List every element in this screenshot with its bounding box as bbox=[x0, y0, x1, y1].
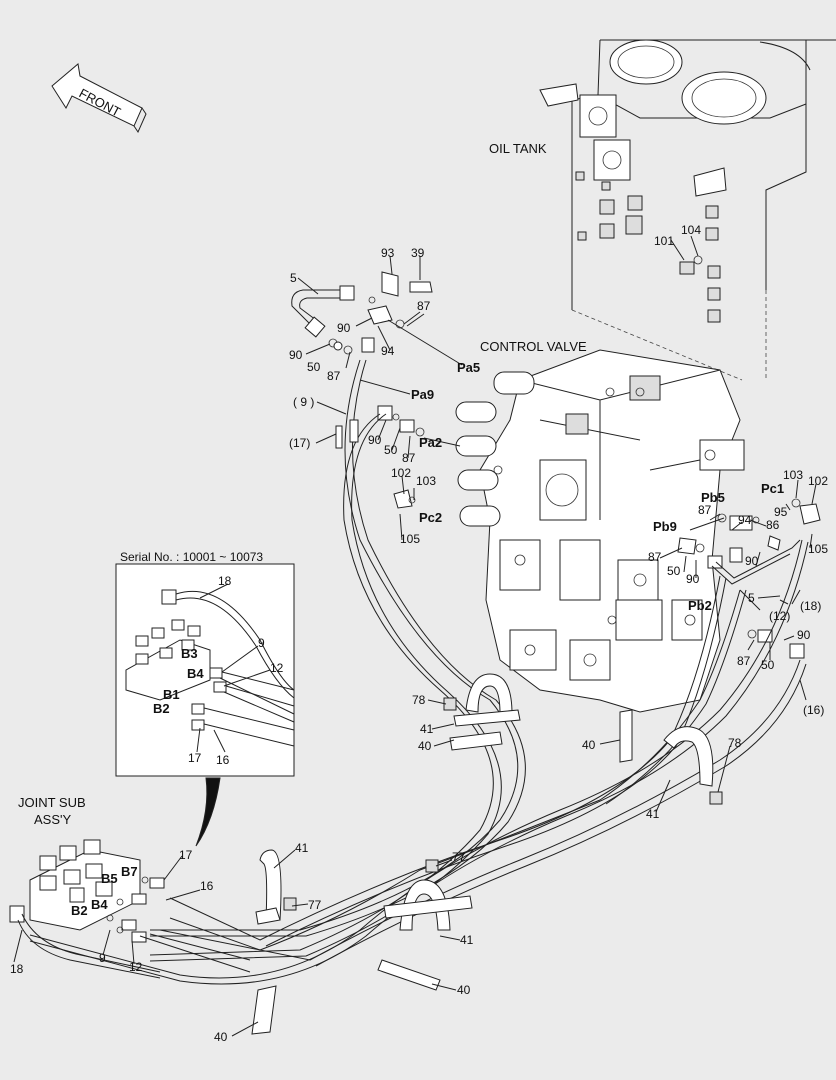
port-pa2: Pa2 bbox=[419, 435, 442, 450]
callout-41: 41 bbox=[295, 841, 309, 855]
callout-77: 77 bbox=[452, 850, 466, 864]
callout-90: 90 bbox=[337, 321, 351, 335]
port-pb2: Pb2 bbox=[688, 598, 712, 613]
callout-93: 93 bbox=[381, 246, 395, 260]
inset-callout-16: 16 bbox=[216, 753, 230, 767]
port-pc2: Pc2 bbox=[419, 510, 442, 525]
callout-40: 40 bbox=[214, 1030, 228, 1044]
clamps bbox=[251, 673, 723, 1035]
callout-41: 41 bbox=[460, 933, 474, 947]
callout-9-ref: ( 9 ) bbox=[293, 395, 314, 409]
port-pa5: Pa5 bbox=[457, 360, 480, 375]
leader-lines bbox=[13, 235, 817, 1037]
serial-range-label: Serial No. : 10001 ~ 10073 bbox=[120, 550, 263, 564]
front-arrow: FRONT bbox=[51, 63, 147, 134]
port-b3: B3 bbox=[181, 646, 198, 661]
callout-90: 90 bbox=[686, 572, 700, 586]
callout-12-ref: (12) bbox=[769, 609, 790, 623]
joint-sub-label-2: ASS'Y bbox=[34, 812, 71, 827]
callout-87: 87 bbox=[402, 451, 416, 465]
control-valve-label: CONTROL VALVE bbox=[480, 339, 587, 354]
callout-86: 86 bbox=[766, 518, 780, 532]
callout-90: 90 bbox=[368, 433, 382, 447]
callout-87: 87 bbox=[737, 654, 751, 668]
port-pc1: Pc1 bbox=[761, 481, 784, 496]
callout-94: 94 bbox=[738, 513, 752, 527]
callout-18-ref: (18) bbox=[800, 599, 821, 613]
joint-sub-label-1: JOINT SUB bbox=[18, 795, 86, 810]
control-valve: CONTROL VALVE bbox=[455, 339, 745, 713]
joint-sub-assy: JOINT SUB ASS'Y bbox=[9, 795, 251, 979]
callout-87: 87 bbox=[698, 503, 712, 517]
callout-90: 90 bbox=[745, 554, 759, 568]
port-pa9: Pa9 bbox=[411, 387, 434, 402]
callout-16-ref: (16) bbox=[803, 703, 824, 717]
callout-104: 104 bbox=[681, 223, 701, 237]
joint-callout-18: 18 bbox=[10, 962, 24, 976]
joint-callout-9: 9 bbox=[99, 951, 106, 965]
callout-77: 77 bbox=[308, 898, 322, 912]
oil-tank: OIL TANK bbox=[489, 39, 836, 381]
callout-39: 39 bbox=[411, 246, 425, 260]
callout-87: 87 bbox=[417, 299, 431, 313]
port-b2-joint: B2 bbox=[71, 903, 88, 918]
port-pb9: Pb9 bbox=[653, 519, 677, 534]
callout-102: 102 bbox=[808, 474, 828, 488]
inset-callout-17: 17 bbox=[188, 751, 202, 765]
callout-50: 50 bbox=[307, 360, 321, 374]
callout-95: 95 bbox=[774, 505, 788, 519]
part-callouts: 93 39 5 87 90 90 94 50 87 ( 9 ) (17) 90 … bbox=[10, 223, 828, 1044]
port-b7: B7 bbox=[121, 864, 138, 879]
port-b4-joint: B4 bbox=[91, 897, 108, 912]
right-fittings bbox=[677, 498, 821, 659]
oil-tank-label: OIL TANK bbox=[489, 141, 547, 156]
callout-78: 78 bbox=[412, 693, 426, 707]
joint-callout-17: 17 bbox=[179, 848, 193, 862]
callout-90: 90 bbox=[797, 628, 811, 642]
callout-50: 50 bbox=[761, 658, 775, 672]
callout-40: 40 bbox=[457, 983, 471, 997]
inset-callout-12: 12 bbox=[270, 661, 284, 675]
callout-103: 103 bbox=[416, 474, 436, 488]
port-b5: B5 bbox=[101, 871, 118, 886]
callout-103: 103 bbox=[783, 468, 803, 482]
callout-105: 105 bbox=[400, 532, 420, 546]
callout-102: 102 bbox=[391, 466, 411, 480]
inset-callout-18: 18 bbox=[218, 574, 232, 588]
callout-5: 5 bbox=[748, 591, 755, 605]
joint-callout-16: 16 bbox=[200, 879, 214, 893]
callout-41: 41 bbox=[420, 722, 434, 736]
center-fittings bbox=[377, 405, 461, 509]
port-b1: B1 bbox=[163, 687, 180, 702]
port-b2-inset: B2 bbox=[153, 701, 170, 716]
callout-78: 78 bbox=[728, 736, 742, 750]
callout-50: 50 bbox=[384, 443, 398, 457]
port-pb5: Pb5 bbox=[701, 490, 725, 505]
callout-50: 50 bbox=[667, 564, 681, 578]
inset-callout-9: 9 bbox=[258, 636, 265, 650]
callout-90: 90 bbox=[289, 348, 303, 362]
callout-94: 94 bbox=[381, 344, 395, 358]
joint-callout-12: 12 bbox=[129, 960, 143, 974]
serial-inset: Serial No. : 10001 ~ 10073 bbox=[115, 550, 295, 847]
upper-fittings bbox=[291, 271, 463, 395]
callout-87: 87 bbox=[648, 550, 662, 564]
port-labels: Pa5 Pa9 Pa2 Pc2 Pb5 Pc1 Pb9 Pb2 B3 B4 B1… bbox=[71, 360, 784, 918]
callout-17-ref: (17) bbox=[289, 436, 310, 450]
callout-40: 40 bbox=[418, 739, 432, 753]
port-b4: B4 bbox=[187, 666, 204, 681]
callout-101: 101 bbox=[654, 234, 674, 248]
callout-41: 41 bbox=[646, 807, 660, 821]
callout-105: 105 bbox=[808, 542, 828, 556]
callout-87: 87 bbox=[327, 369, 341, 383]
callout-5: 5 bbox=[290, 271, 297, 285]
callout-40: 40 bbox=[582, 738, 596, 752]
